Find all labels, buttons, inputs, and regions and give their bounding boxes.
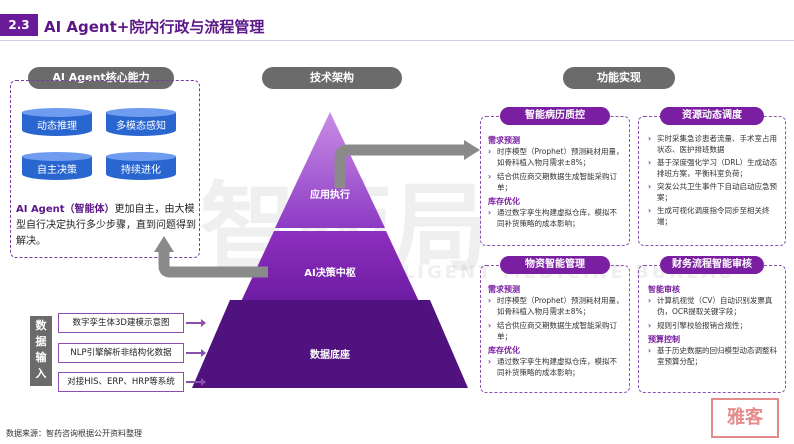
card-title: 财务流程智能审核	[660, 256, 764, 274]
title-divider	[0, 40, 794, 41]
list-item: 结合供应商交期数据生成智能采购订单；	[488, 171, 624, 193]
list-item: 规则引擎校验报销合规性；	[648, 320, 782, 331]
section-heading: 需求预测	[488, 285, 520, 294]
output-arrow	[334, 144, 468, 188]
capability-continuous-evolution: 持续进化	[106, 152, 176, 182]
list-item: 实时采集急诊患者流量、手术室占用状态、医护排班数据	[648, 133, 782, 155]
list-item: 时序模型（Prophet）预测耗材用量，如骨科植入物月需求±8%；	[488, 146, 624, 168]
card-title: 智能病历质控	[500, 107, 610, 125]
input-arrow-2	[186, 349, 206, 357]
input-nlp-engine: NLP引擎解析非结构化数据	[58, 343, 184, 363]
section-heading: 库存优化	[488, 346, 520, 355]
corner-stamp: 雅客	[711, 398, 779, 438]
list-item: 通过数字孪生构建虚拟仓库，模拟不同补货策略的成本影响；	[488, 207, 624, 229]
card-title: 资源动态调度	[660, 107, 764, 125]
input-arrow-1	[186, 319, 206, 327]
input-arrow-3	[186, 378, 206, 386]
capability-autonomous-decision: 自主决策	[22, 152, 92, 182]
pyramid-label-app: 应用执行	[310, 190, 350, 201]
capability-multimodal-perception: 多模态感知	[106, 108, 176, 138]
list-item: 计算机视觉（CV）自动识别发票真伪，OCR提取关键字段；	[648, 295, 782, 317]
list-item: 基于深度强化学习（DRL）生成动态排班方案，平衡科室负荷；	[648, 157, 782, 179]
agent-description: AI Agent（智能体）更加自主，由大模型自行决定执行多少步骤，直到问题得到解…	[16, 204, 196, 247]
list-item: 突发公共卫生事件下自动启动应急预案；	[648, 181, 782, 203]
pyramid-base-extension	[192, 300, 468, 388]
section-heading: 需求预测	[488, 136, 520, 145]
card-title: 物资智能管理	[500, 256, 610, 274]
source-note: 数据来源：智药咨询根据公开资料整理	[6, 429, 142, 438]
capability-dynamic-reasoning: 动态推理	[22, 108, 92, 138]
section-heading: 预算控制	[648, 335, 680, 344]
input-system-integration: 对接HIS、ERP、HRP等系统	[58, 372, 184, 392]
feedback-arrow	[158, 250, 268, 278]
column-header-functions: 功能实现	[563, 67, 675, 89]
capabilities-panel	[10, 80, 200, 258]
column-header-architecture: 技术架构	[262, 67, 402, 89]
input-digital-twin: 数字孪生体3D建模示意图	[58, 313, 184, 333]
list-item: 基于历史数据的回归模型动态调整科室预算分配；	[648, 345, 782, 367]
section-heading: 智能审核	[648, 285, 680, 294]
pyramid-label-ai-hub: AI决策中枢	[304, 268, 356, 279]
list-item: 通过数字孪生构建虚拟仓库，模拟不同补货策略的成本影响；	[488, 356, 624, 378]
page-title: AI Agent+院内行政与流程管理	[44, 18, 265, 36]
section-badge: 2.3	[0, 14, 38, 36]
data-input-label: 数据输入	[30, 316, 52, 386]
pyramid-top-layer	[275, 112, 385, 228]
pyramid-label-data-overlay: 数据底座	[310, 350, 350, 361]
list-item: 生成可视化调度指令同步至相关终端；	[648, 205, 782, 227]
pyramid-middle-layer	[238, 231, 422, 308]
section-heading: 库存优化	[488, 197, 520, 206]
list-item: 结合供应商交期数据生成智能采购订单；	[488, 320, 624, 342]
list-item: 时序模型（Prophet）预测耗材用量，如骨科植入物月需求±8%；	[488, 295, 624, 317]
